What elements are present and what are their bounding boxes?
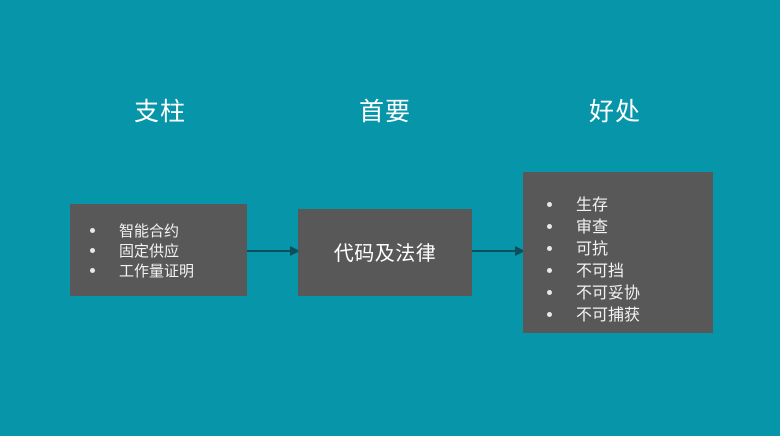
column-heading-benefits: 好处 (588, 97, 641, 126)
list-item: 固定供应 (88, 241, 194, 261)
list-item-label: 不可捕获 (576, 305, 641, 324)
list-item: 智能合约 (88, 221, 194, 241)
list-item-label: 工作量证明 (119, 262, 195, 280)
list-item: 可抗 (545, 238, 640, 260)
column-heading-primary: 首要 (358, 97, 411, 126)
bullet-icon (547, 312, 552, 317)
box-primary-label: 代码及法律 (333, 240, 437, 265)
arrow-primary-to-benefits (472, 244, 525, 258)
column-heading-pillars: 支柱 (133, 97, 186, 126)
list-item: 审查 (545, 216, 640, 238)
list-item-label: 审查 (576, 217, 609, 236)
box-primary: 代码及法律 (298, 209, 472, 296)
bullet-icon (547, 290, 552, 295)
list-item-label: 不可妥协 (576, 283, 641, 302)
arrow-right-icon (247, 246, 300, 256)
arrow-right-icon (472, 246, 525, 256)
bullet-icon (547, 246, 552, 251)
list-item: 不可捕获 (545, 304, 640, 326)
list-item-label: 可抗 (576, 239, 609, 258)
pillars-bullet-list: 智能合约 固定供应 工作量证明 (88, 221, 194, 281)
list-item-label: 固定供应 (119, 242, 180, 260)
arrow-pillars-to-primary (247, 244, 300, 258)
list-item: 不可挡 (545, 260, 640, 282)
box-benefits: 生存 审查 可抗 不可挡 不可妥协 不可捕获 (523, 172, 713, 333)
bullet-icon (90, 268, 95, 273)
bullet-icon (547, 202, 552, 207)
list-item: 不可妥协 (545, 282, 640, 304)
list-item-label: 智能合约 (119, 222, 180, 240)
list-item: 工作量证明 (88, 261, 194, 281)
list-item-label: 生存 (576, 195, 609, 214)
bullet-icon (90, 228, 95, 233)
benefits-bullet-list: 生存 审查 可抗 不可挡 不可妥协 不可捕获 (545, 194, 640, 326)
box-pillars: 智能合约 固定供应 工作量证明 (70, 204, 247, 296)
bullet-icon (547, 268, 552, 273)
list-item: 生存 (545, 194, 640, 216)
bullet-icon (547, 224, 552, 229)
list-item-label: 不可挡 (576, 261, 625, 280)
bullet-icon (90, 248, 95, 253)
